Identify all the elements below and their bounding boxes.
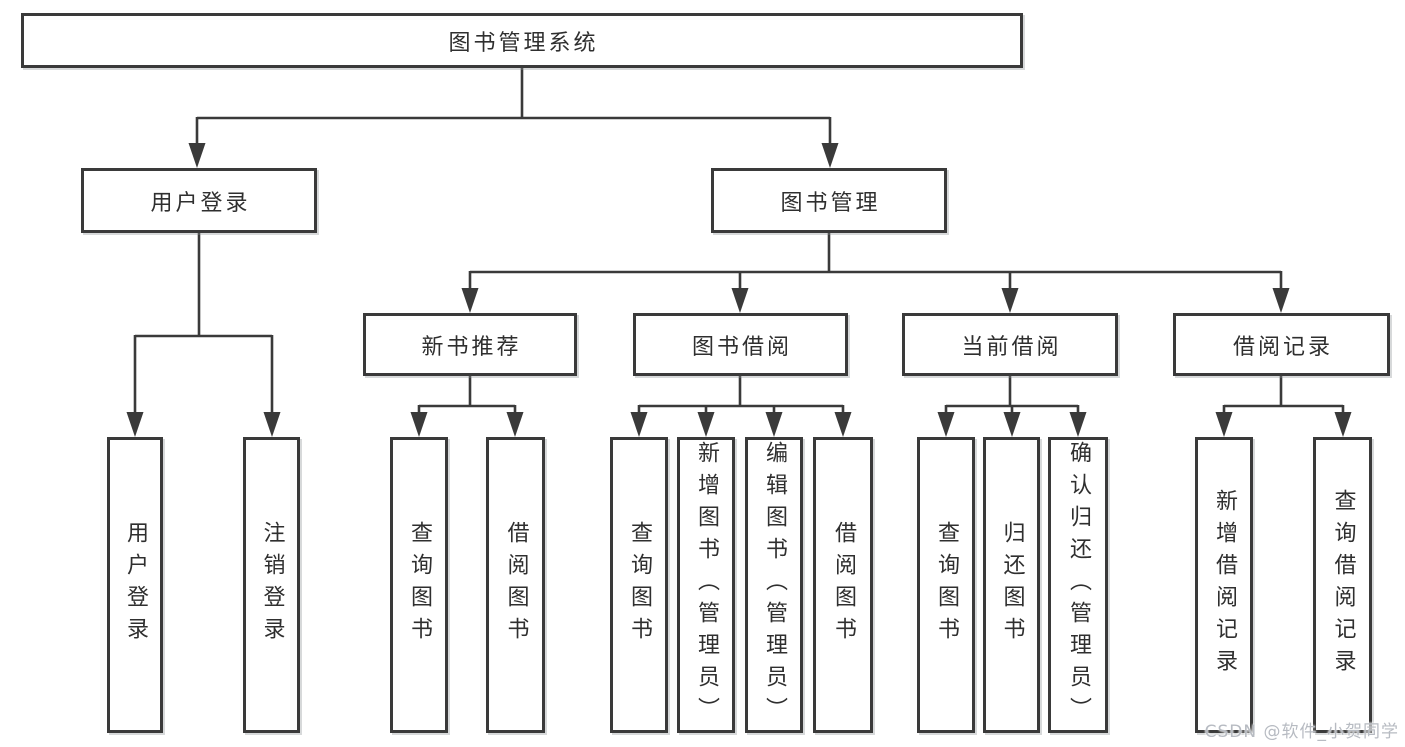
arrowhead-icon	[1001, 288, 1019, 313]
arrowhead-icon	[834, 412, 852, 437]
connector-user-login	[133, 233, 274, 420]
node-label: 图书借阅	[691, 334, 792, 360]
leaf-edit-book-admin: 编辑图书（管理员）	[745, 437, 803, 733]
leaf-label: 注销登录	[259, 521, 285, 649]
node-root: 图书管理系统	[21, 13, 1023, 68]
node-current-borrow: 当前借阅	[902, 313, 1118, 376]
leaf-label: 用户登录	[123, 521, 148, 649]
leaf-label: 查询图书	[627, 521, 652, 649]
node-root-label: 图书管理系统	[448, 30, 599, 56]
arrowhead-icon	[630, 412, 648, 437]
leaf-query-books-current: 查询图书	[917, 437, 975, 733]
node-label: 当前借阅	[961, 334, 1062, 360]
arrowhead-icon	[1334, 412, 1352, 437]
connector-book-mgmt	[468, 233, 1283, 296]
leaf-query-borrow-record: 查询借阅记录	[1313, 437, 1372, 733]
leaf-add-book-admin: 新增图书（管理员）	[677, 437, 735, 733]
leaf-label: 归还图书	[999, 521, 1025, 649]
leaf-label: 新增图书（管理员）	[694, 441, 719, 729]
leaf-label: 查询图书	[934, 521, 959, 649]
node-user-login-group: 用户登录	[81, 168, 317, 233]
leaf-return-book: 归还图书	[983, 437, 1040, 733]
arrowhead-icon	[1272, 288, 1290, 313]
leaf-label: 新增借阅记录	[1212, 489, 1237, 681]
arrowhead-icon	[506, 412, 524, 437]
node-label: 图书管理	[780, 190, 881, 216]
leaf-borrow-books-recommend: 借阅图书	[486, 437, 545, 733]
node-label: 用户登录	[150, 190, 251, 216]
leaf-query-books-borrow: 查询图书	[610, 437, 668, 733]
leaf-label: 编辑图书（管理员）	[762, 441, 787, 729]
leaf-user-login: 用户登录	[107, 437, 163, 733]
connector-root	[195, 68, 832, 150]
arrowhead-icon	[765, 412, 783, 437]
leaf-logout: 注销登录	[243, 437, 300, 733]
arrowhead-icon	[1069, 412, 1087, 437]
node-label: 借阅记录	[1232, 334, 1333, 360]
node-book-borrow: 图书借阅	[633, 313, 848, 376]
node-book-management: 图书管理	[711, 168, 947, 233]
leaf-label: 借阅图书	[831, 521, 856, 649]
arrowhead-icon	[731, 288, 749, 313]
leaf-label: 确认归还（管理员）	[1066, 441, 1091, 729]
node-new-book-recommend: 新书推荐	[363, 313, 577, 376]
connector-borrow-record	[1222, 376, 1345, 420]
arrowhead-icon	[188, 143, 206, 168]
arrowhead-icon	[1003, 412, 1021, 437]
leaf-label: 查询借阅记录	[1330, 489, 1356, 681]
arrowhead-icon	[461, 288, 479, 313]
leaf-label: 借阅图书	[503, 521, 529, 649]
arrowhead-icon	[263, 412, 281, 437]
arrowhead-icon	[697, 412, 715, 437]
arrowhead-icon	[1215, 412, 1233, 437]
arrowhead-icon	[126, 412, 144, 437]
arrowhead-icon	[821, 143, 839, 168]
leaf-label: 查询图书	[407, 521, 432, 649]
node-label: 新书推荐	[421, 334, 522, 360]
leaf-add-borrow-record: 新增借阅记录	[1195, 437, 1253, 733]
arrowhead-icon	[410, 412, 428, 437]
leaf-confirm-return-admin: 确认归还（管理员）	[1048, 437, 1108, 733]
leaf-borrow-books: 借阅图书	[813, 437, 873, 733]
connector-new-book	[417, 376, 517, 420]
connector-book-borrow	[637, 376, 845, 420]
node-borrow-records: 借阅记录	[1173, 313, 1390, 376]
arrowhead-icon	[937, 412, 955, 437]
watermark: CSDN @软件_小贺同学	[1204, 722, 1399, 742]
leaf-query-books-recommend: 查询图书	[390, 437, 448, 733]
